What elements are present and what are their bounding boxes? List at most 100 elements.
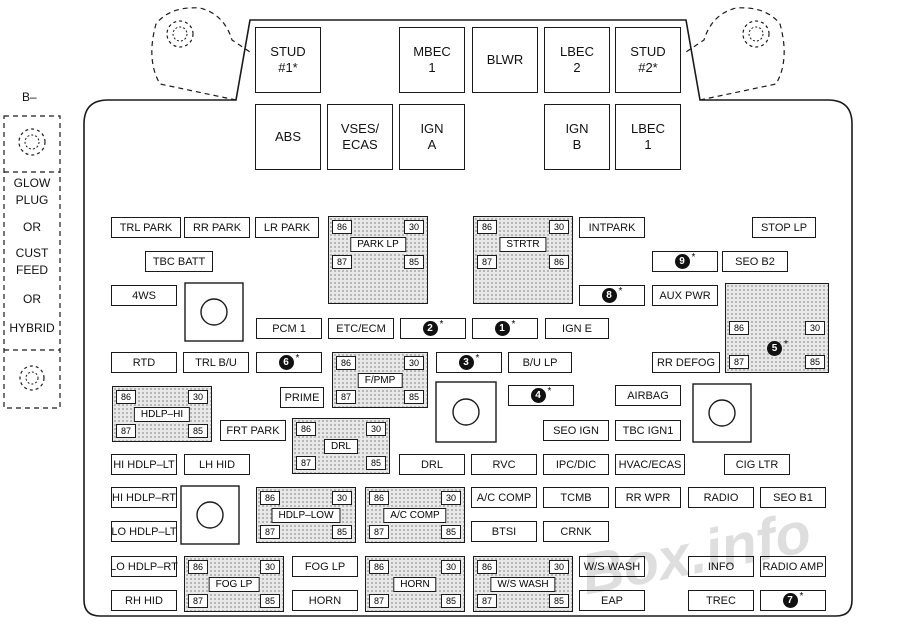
fuse-aux-pwr: AUX PWR: [652, 285, 718, 306]
fuse-lo-hdlp-lt: LO HDLP–LT: [111, 521, 177, 542]
fuse-ac-comp: A/C COMP: [471, 487, 537, 508]
relay-pin: 86: [296, 422, 316, 436]
b-minus-label: B–: [22, 90, 37, 104]
relay-label-park-lp: PARK LP: [350, 237, 406, 252]
side-terminal-panel: [3, 115, 61, 409]
fuse-trl-bu: TRL B/U: [183, 352, 249, 373]
left-ear-bolt-inner-icon: [172, 26, 188, 42]
relay-block-hdlp-hi: 86 30 87 85 HDLP–HI: [112, 386, 212, 442]
relay-pin: 85: [404, 255, 424, 269]
fuse-pcm-1: PCM 1: [256, 318, 322, 339]
relay-pin: 85: [332, 525, 352, 539]
relay-pin: 30: [188, 390, 208, 404]
fuse-hi-hdlp-rt: HI HDLP–RT: [111, 487, 177, 508]
asterisk: *: [618, 286, 623, 297]
fuse-position-9: 9*: [652, 251, 718, 272]
relay-pin: 86: [369, 491, 389, 505]
relay-label-hdlp-low: HDLP–LOW: [271, 508, 341, 523]
number-badge: 3: [458, 355, 474, 370]
relay-block-ac-comp: 86 30 87 85 A/C COMP: [365, 487, 465, 543]
relay-pin: 87: [369, 594, 389, 608]
relay-pin: 85: [805, 355, 825, 369]
right-mounting-ear: [685, 7, 785, 101]
relay-pin: 85: [404, 390, 424, 404]
relay-pin: 85: [260, 594, 280, 608]
relay-stud-2: STUD #2*: [615, 27, 681, 93]
fuse-airbag: AIRBAG: [615, 385, 681, 406]
number-badge: 9: [674, 254, 690, 269]
relay-label-ac-comp: A/C COMP: [383, 508, 447, 523]
relay-pin: 30: [366, 422, 386, 436]
relay-lbec-1: LBEC 1: [615, 104, 681, 170]
asterisk: *: [799, 591, 804, 602]
fuse-eap: EAP: [579, 590, 645, 611]
fuse-info: INFO: [688, 556, 754, 577]
asterisk: *: [547, 386, 552, 397]
fuse-position-4: 4*: [508, 385, 574, 406]
fuse-tbc-batt: TBC BATT: [145, 251, 213, 272]
fuse-radio-amp: RADIO AMP: [760, 556, 826, 577]
left-ear-bolt-icon: [166, 20, 194, 48]
right-ear-bolt-icon: [742, 20, 770, 48]
relay-pin: 30: [549, 560, 569, 574]
relay-label-f-pmp: F/PMP: [357, 373, 403, 388]
fuse-position-3: 3*: [436, 352, 502, 373]
asterisk: *: [784, 339, 788, 350]
fuse-position-1: 1*: [472, 318, 538, 339]
relay-pin: 85: [188, 424, 208, 438]
relay-pin: 86: [477, 560, 497, 574]
fuse-position-6: 6*: [256, 352, 322, 373]
relay-abs: ABS: [255, 104, 321, 170]
fuse-position-2: 2*: [400, 318, 466, 339]
relay-label-fog-lp: FOG LP: [208, 577, 260, 592]
fuse-btsi: BTSI: [471, 521, 537, 542]
relay-pin: 85: [441, 594, 461, 608]
relay-pin: 86: [549, 255, 569, 269]
fuse-intpark: INTPARK: [579, 217, 645, 238]
relay-label-strtr: STRTR: [499, 237, 547, 252]
relay-pin: 85: [441, 525, 461, 539]
relay-pin: 30: [404, 220, 424, 234]
b-terminal-bolt-icon: [18, 128, 46, 156]
relay-pin: 87: [477, 255, 497, 269]
relay-pin: 86: [369, 560, 389, 574]
relay-pin: 86: [477, 220, 497, 234]
side-text-or-2: OR: [23, 292, 41, 306]
relay-pin: 86: [188, 560, 208, 574]
relay-pin: 86: [332, 220, 352, 234]
number-badge: 4: [530, 388, 546, 403]
fuse-ipc-dic: IPC/DIC: [543, 454, 609, 475]
relay-pin: 30: [549, 220, 569, 234]
relay-block-ws-wash: 86 30 87 85 W/S WASH: [473, 556, 573, 612]
relay-pin: 87: [336, 390, 356, 404]
side-text-or-1: OR: [23, 220, 41, 234]
side-text-hybrid: HYBRID: [9, 321, 55, 335]
relay-pin: 87: [332, 255, 352, 269]
relay-pin: 30: [260, 560, 280, 574]
relay-block-strtr: 86 30 87 86 STRTR: [473, 216, 573, 304]
relay-pin: 85: [549, 594, 569, 608]
fuse-lh-hid: LH HID: [184, 454, 250, 475]
fuse-radio: RADIO: [688, 487, 754, 508]
relay-label-drl: DRL: [323, 439, 359, 454]
relay-pin: 87: [260, 525, 280, 539]
fuse-4ws: 4WS: [111, 285, 177, 306]
relay-pin: 86: [729, 321, 749, 335]
relay-block-park-lp: 86 30 87 85 PARK LP: [328, 216, 428, 304]
fuse-prime: PRIME: [280, 387, 324, 408]
fuse-hvac-ecas: HVAC/ECAS: [615, 454, 685, 475]
fuse-horn: HORN: [292, 590, 358, 611]
fuse-seo-b2: SEO B2: [722, 251, 788, 272]
number-badge: 1: [494, 321, 510, 336]
fuse-trl-park: TRL PARK: [111, 217, 181, 238]
relay-pin: 30: [441, 560, 461, 574]
relay-pin: 87: [116, 424, 136, 438]
fuse-rvc: RVC: [471, 454, 537, 475]
relay-lbec-2: LBEC 2: [544, 27, 610, 93]
number-badge: 6: [278, 355, 294, 370]
fuse-crnk: CRNK: [543, 521, 609, 542]
fuse-lo-hdlp-rt: LO HDLP–RT: [110, 556, 178, 577]
relay-block-hdlp-low: 86 30 87 85 HDLP–LOW: [256, 487, 356, 543]
